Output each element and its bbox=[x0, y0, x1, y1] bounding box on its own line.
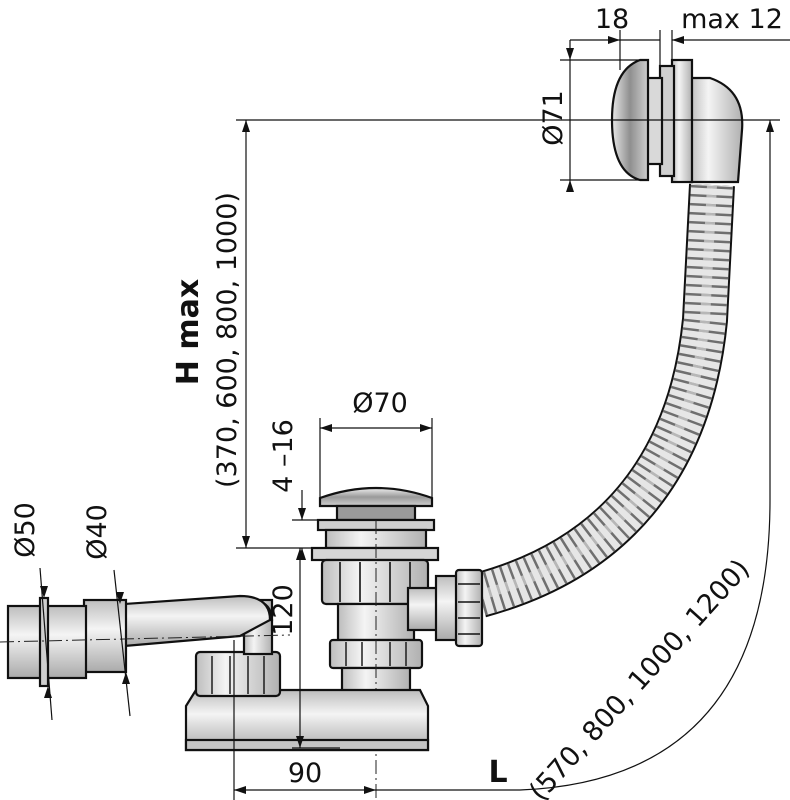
flexible-hose bbox=[473, 183, 735, 618]
dim-height-label: H max bbox=[171, 279, 206, 385]
outlet-pipe bbox=[0, 594, 291, 688]
waste-valve bbox=[310, 486, 484, 800]
dim-waste-diameter: Ø70 bbox=[352, 388, 408, 419]
dim-outlet-50: Ø50 bbox=[10, 502, 41, 558]
overflow-head bbox=[600, 58, 780, 184]
dim-overflow-depth: 18 bbox=[595, 4, 629, 35]
dim-height-options: (370, 600, 800, 1000) bbox=[212, 192, 243, 488]
dim-overflow-diameter: Ø71 bbox=[538, 90, 569, 146]
dimension-lines bbox=[39, 30, 790, 800]
dim-length-label: L bbox=[488, 755, 507, 790]
dim-trap-height: 120 bbox=[268, 584, 299, 636]
dim-overflow-max-wall: max 12 bbox=[681, 4, 783, 35]
dim-outlet-40: Ø40 bbox=[82, 504, 113, 560]
dim-trap-offset: 90 bbox=[288, 758, 322, 789]
dim-plug-travel: 4 –16 bbox=[268, 419, 299, 493]
